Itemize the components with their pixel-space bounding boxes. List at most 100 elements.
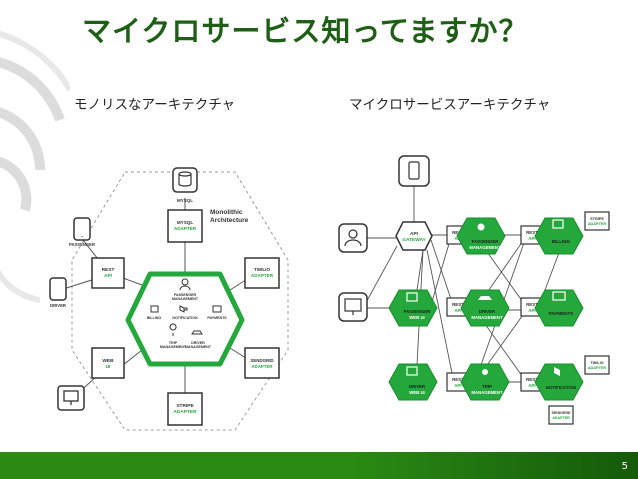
svg-text:DRIVER: DRIVER [479, 309, 496, 314]
car-icon [478, 296, 492, 300]
billing-icon [150, 305, 159, 313]
svg-text:API: API [528, 236, 535, 241]
svg-text:API: API [454, 308, 461, 313]
microservice-diagram: API GATEWAY REST API REST API REST API R… [338, 155, 610, 425]
payment-icon [552, 291, 566, 301]
svg-text:API: API [528, 308, 535, 313]
svg-text:ADAPTER: ADAPTER [251, 364, 273, 369]
svg-text:DRIVER: DRIVER [409, 384, 426, 389]
svg-text:REST: REST [526, 377, 538, 382]
svg-text:STRIPE: STRIPE [590, 217, 604, 221]
user-avatar [338, 223, 368, 253]
billing-icon [552, 219, 564, 229]
twilio-adapter: TWILIO ADAPTER [244, 257, 280, 289]
svg-text:PASSENGER: PASSENGER [472, 239, 500, 244]
payments-service: PAYMENTS [534, 289, 584, 327]
svg-text:TWILIO: TWILIO [254, 267, 271, 272]
svg-text:API: API [410, 231, 419, 237]
page-number: 5 [621, 461, 628, 472]
twilio-adapter: TWILIO ADAPTER [584, 355, 610, 375]
svg-text:DRIVER: DRIVER [191, 341, 205, 345]
mysql-database: MYSQL [172, 167, 198, 203]
rest-api-adapter: REST API [91, 257, 125, 289]
svg-text:MYSQL: MYSQL [177, 220, 194, 225]
monitor-icon [406, 292, 418, 302]
svg-text:TWILIO: TWILIO [590, 361, 603, 365]
monolith-diagram: MYSQL MYSQL ADAPTER Monolithic Architect… [49, 167, 289, 431]
svg-text:REST: REST [452, 302, 464, 307]
svg-text:ADAPTER: ADAPTER [173, 409, 197, 415]
svg-text:PASSENGER: PASSENGER [174, 293, 197, 297]
passenger-web-ui-service: PASSENGER WEB UI [388, 289, 438, 327]
decorative-swirl [0, 31, 70, 303]
web-ui-adapter: WEB UI [91, 347, 125, 379]
svg-text:STRIPE: STRIPE [176, 403, 194, 409]
svg-text:PASSENGER: PASSENGER [404, 309, 432, 314]
svg-text:API: API [104, 273, 113, 279]
svg-text:GATEWAY: GATEWAY [402, 237, 426, 243]
mysql-adapter: MYSQL ADAPTER [167, 209, 203, 243]
svg-text:MYSQL: MYSQL [177, 198, 193, 203]
monolithic-label-line1: Monolithic [210, 209, 243, 216]
monitor-icon [406, 366, 418, 376]
svg-text:SENDGRID: SENDGRID [552, 411, 571, 415]
slide-title: マイクロサービス知ってますか？ [82, 14, 529, 48]
svg-text:TRIP: TRIP [482, 384, 492, 389]
monolithic-label-line2: Architecture [210, 217, 249, 224]
sendgrid-adapter: SENDGRID ADAPTER [244, 347, 280, 379]
footer-bar [0, 452, 638, 479]
driver-management-service: DRIVER MANAGEMENT [460, 289, 510, 327]
megaphone-icon [179, 305, 188, 313]
microservice-label: マイクロサービスアーキテクチャ [349, 97, 551, 113]
svg-text:ADAPTER: ADAPTER [588, 366, 607, 370]
passenger-device [398, 155, 430, 187]
smartphone-icon [73, 217, 91, 241]
svg-text:UI: UI [106, 364, 111, 370]
location-pin-icon [482, 369, 488, 375]
svg-text:PAYMENTS: PAYMENTS [549, 311, 574, 316]
svg-text:WEB UI: WEB UI [409, 315, 425, 320]
location-pin-icon [169, 323, 177, 336]
svg-text:ADAPTER: ADAPTER [552, 416, 570, 420]
trip-management-service: TRIP MANAGEMENT [460, 363, 510, 401]
svg-text:REST: REST [102, 267, 115, 273]
billing-service: BILLING [534, 217, 584, 255]
notification-service: NOTIFICATION [534, 363, 584, 401]
desktop-browser [338, 292, 368, 322]
stripe-adapter: STRIPE ADAPTER [167, 392, 203, 426]
svg-text:WEB: WEB [102, 358, 114, 364]
desktop-browser [57, 385, 85, 411]
svg-text:BILLING: BILLING [552, 239, 571, 244]
svg-text:MANAGEMENT: MANAGEMENT [469, 245, 501, 250]
svg-text:PASSENGER: PASSENGER [69, 242, 95, 247]
svg-text:BILLING: BILLING [147, 316, 162, 320]
svg-text:API: API [528, 383, 535, 388]
svg-text:API: API [454, 383, 461, 388]
svg-text:MANAGEMENT: MANAGEMENT [172, 297, 199, 301]
outer-boundary [71, 171, 289, 431]
passenger-management-service: PASSENGER MANAGEMENT [456, 217, 506, 255]
svg-text:SENDGRID: SENDGRID [250, 358, 273, 363]
monolith-label: モノリスなアーキテクチャ [74, 97, 236, 113]
api-gateway: API GATEWAY [395, 221, 433, 251]
svg-text:MANAGEMENT: MANAGEMENT [471, 390, 503, 395]
sendgrid-adapter: SENDGRID ADAPTER [548, 405, 574, 425]
megaphone-icon [554, 367, 560, 376]
stripe-adapter: STRIPE ADAPTER [584, 211, 610, 231]
svg-text:DRIVER: DRIVER [50, 303, 66, 308]
svg-text:ADAPTER: ADAPTER [588, 222, 607, 226]
svg-text:ADAPTER: ADAPTER [251, 273, 274, 278]
payment-icon [212, 305, 222, 313]
person-icon [477, 223, 485, 231]
person-icon [181, 278, 189, 286]
svg-text:REST: REST [452, 377, 464, 382]
monolith-core: PASSENGER MANAGEMENT BILLING NOTIFICATIO… [125, 271, 245, 367]
svg-text:TRIP: TRIP [169, 341, 178, 345]
svg-text:REST: REST [526, 230, 538, 235]
svg-text:NOTIFICATION: NOTIFICATION [546, 385, 576, 390]
driver-device: DRIVER [49, 277, 67, 308]
svg-text:MANAGEMENT: MANAGEMENT [185, 345, 212, 349]
smartphone-icon [49, 277, 67, 301]
passenger-device: PASSENGER [69, 217, 95, 247]
svg-text:MANAGEMENT: MANAGEMENT [471, 315, 503, 320]
